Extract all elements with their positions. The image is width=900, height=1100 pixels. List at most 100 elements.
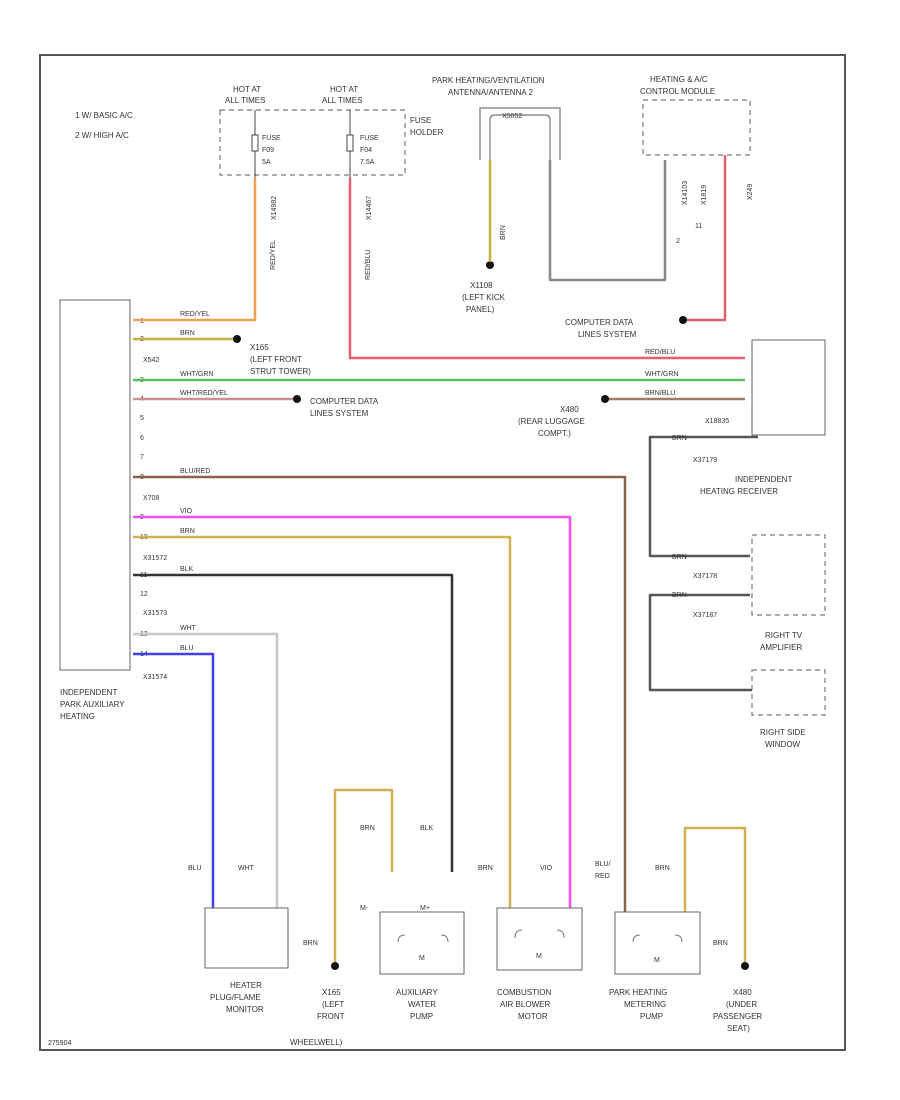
heater-plug-flame-monitor	[204, 907, 289, 969]
main-code-x542: X542	[143, 357, 159, 364]
ground-x165b-label-4: WHEELWELL)	[290, 1038, 343, 1047]
fuse-holder-label: FUSE	[410, 116, 431, 125]
wire-label-wht-grn-right: WHT/GRN	[645, 371, 678, 378]
park-ventilation-label: PARK HEATING/VENTILATION	[432, 76, 545, 85]
wire-wht	[133, 632, 279, 910]
wire-brn-aux-pump	[333, 788, 394, 962]
pin-7: 7	[140, 454, 144, 461]
ground-x480b-label-4: SEAT)	[727, 1024, 750, 1033]
coax-receiver-to-tv	[648, 435, 758, 558]
ground-x480b-label-3: PASSENGER	[713, 1012, 762, 1021]
blower-motor-symbol: M	[536, 953, 542, 960]
figure-id: 275904	[48, 1040, 71, 1047]
blower-label: COMBUSTION	[497, 988, 551, 997]
main-module-label-2: PARK AUXILIARY	[60, 700, 125, 709]
ground-x480-label-2: (REAR LUGGAGE	[518, 417, 585, 426]
metering-label-2: METERING	[624, 1000, 666, 1009]
ground-x165b-label-2: (LEFT	[322, 1000, 344, 1009]
fuse-a-number: F09	[262, 147, 274, 154]
hvac-module-label: HEATING & A/C	[650, 75, 708, 84]
right-window-label: RIGHT SIDE	[760, 728, 806, 737]
wire-brn-metering	[683, 826, 747, 962]
ground-x165b-label-3: FRONT	[317, 1012, 345, 1021]
computer-data-top-label-2: LINES SYSTEM	[578, 330, 637, 339]
ground-x165-label-3: STRUT TOWER)	[250, 367, 311, 376]
wire-label-blu-red-bottom: BLU/	[595, 861, 611, 868]
ground-x165-point	[233, 335, 241, 343]
aux-pump-motor-symbol: M	[419, 955, 425, 962]
fuse-b-rating: 7.5A	[360, 159, 375, 166]
pin-5: 5	[140, 415, 144, 422]
aux-pump-label-3: PUMP	[410, 1012, 433, 1021]
wire-red-blu	[348, 178, 745, 360]
hvac-code-c: X249	[747, 184, 754, 200]
main-code-x31574: X31574	[143, 674, 167, 681]
ground-x480-label: X480	[560, 405, 579, 414]
fuse-a-name: FUSE	[262, 135, 281, 142]
wire-label-red-yel: RED/YEL	[180, 311, 210, 318]
fuse-block-outline	[219, 109, 406, 176]
wire-blk	[133, 573, 454, 872]
wire-vio	[133, 515, 572, 912]
wire-label-vio-bottom: VIO	[540, 865, 553, 872]
wire-blu-red	[133, 475, 627, 912]
right-tv-label-2: AMPLIFIER	[760, 643, 802, 652]
ground-x480-label-3: COMPT.)	[538, 429, 571, 438]
wire-label-blu-bottom: BLU	[188, 865, 202, 872]
wire-label-blu-red: BLU/RED	[180, 468, 210, 475]
wire-label-blk-aux: BLK	[420, 825, 434, 832]
hvac-code-b: X1819	[701, 185, 708, 205]
fuse-a-symbol	[251, 134, 259, 152]
wire-label-fuse-a: RED/YEL	[270, 240, 277, 270]
aux-pump-pin-m-plus: M+	[420, 905, 430, 912]
hvac-code-a: X14103	[682, 181, 689, 205]
aux-pump-label-2: WATER	[408, 1000, 436, 1009]
antenna-loop	[489, 114, 551, 160]
antenna-code: X5052	[502, 113, 522, 120]
receiver-label-2: HEATING RECEIVER	[700, 487, 778, 496]
hvac-module-label-2: CONTROL MODULE	[640, 87, 715, 96]
wire-label-blu-red-bottom-2: RED	[595, 873, 610, 880]
heater-monitor-label-2: PLUG/FLAME	[210, 993, 261, 1002]
wire-label-brn-metering: BRN	[655, 865, 670, 872]
ground-x1108-point	[486, 261, 494, 269]
wire-label-fuse-b: RED/BLU	[365, 250, 372, 280]
wire-label-wht-grn: WHT/GRN	[180, 371, 213, 378]
ground-x480b-label: X480	[733, 988, 752, 997]
ground-x165-label: X165	[250, 343, 269, 352]
wire-label-brn-blower-bottom: BRN	[478, 865, 493, 872]
wire-label-brn-x1108: BRN	[500, 225, 507, 240]
receiver-code-x18835: X18835	[705, 418, 729, 425]
wire-label-brn-aux: BRN	[360, 825, 375, 832]
wire-label-brn: BRN	[180, 330, 195, 337]
fuse-a-rating: 5A	[262, 159, 271, 166]
wire-computer-data-top	[687, 155, 727, 322]
receiver-code-x37179: X37179	[693, 457, 717, 464]
legend-item-2: 2 W/ HIGH A/C	[75, 131, 129, 140]
main-module-label-3: HEATING	[60, 712, 95, 721]
antenna-outline	[479, 107, 561, 160]
combustion-air-blower-motor	[496, 907, 583, 971]
blower-label-2: AIR BLOWER	[500, 1000, 550, 1009]
independent-park-heating-module	[59, 299, 131, 671]
coax-label-3: BRN	[672, 592, 687, 599]
computer-data-mid-label: COMPUTER DATA	[310, 397, 379, 406]
wire-red-yel	[133, 178, 257, 322]
aux-pump-label: AUXILIARY	[396, 988, 438, 997]
metering-symbol	[632, 934, 683, 943]
hvac-pin-2: 2	[676, 238, 680, 245]
wire-brn-blower	[133, 535, 512, 912]
hot-at-label-b: HOT AT	[330, 85, 358, 94]
fuse-b-wire-code: X14467	[366, 196, 373, 220]
pin-12: 12	[140, 591, 148, 598]
computer-data-mid-connector	[293, 395, 301, 403]
ground-x480-point	[601, 395, 609, 403]
receiver-code-x37178: X37178	[693, 573, 717, 580]
wire-blu	[133, 652, 215, 910]
hot-at-label-a2: ALL TIMES	[225, 96, 265, 105]
pin-1: 1	[140, 318, 144, 325]
fuse-b-symbol	[346, 134, 354, 152]
wire-label-wht-bottom: WHT	[238, 865, 255, 872]
independent-heating-receiver	[751, 339, 826, 436]
fuse-a-wire-code: X14982	[271, 196, 278, 220]
